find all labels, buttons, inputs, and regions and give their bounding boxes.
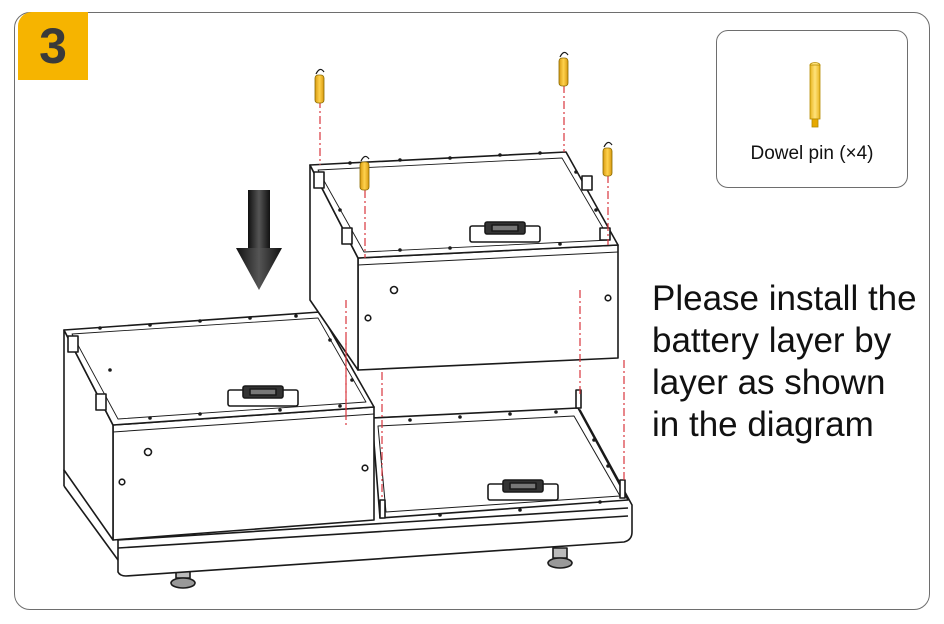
dowel-pin-icon-4 bbox=[602, 141, 613, 177]
lower-module-handle bbox=[227, 385, 299, 407]
down-arrow-icon bbox=[236, 190, 282, 290]
legend-box: Dowel pin (×4) bbox=[716, 30, 908, 188]
step-number-badge: 3 bbox=[18, 12, 88, 80]
step-number: 3 bbox=[39, 18, 67, 74]
instruction-text: Please install the battery layer by laye… bbox=[652, 278, 932, 446]
tray-handle bbox=[487, 479, 559, 501]
instruction-line-1: Please install the bbox=[652, 279, 917, 318]
alignment-guides bbox=[319, 85, 625, 500]
dowel-pin-icon bbox=[809, 62, 821, 128]
foot-right bbox=[547, 547, 573, 569]
instruction-line-2: battery layer by bbox=[652, 321, 892, 360]
lower-battery-module bbox=[63, 311, 375, 541]
upper-battery-module bbox=[309, 151, 619, 371]
dowel-pin-icon-3 bbox=[359, 155, 370, 191]
dowel-pin-icon-1 bbox=[314, 68, 325, 104]
instruction-line-4: in the diagram bbox=[652, 405, 874, 444]
dowel-pin-icon-2 bbox=[558, 51, 569, 87]
figure-frame bbox=[14, 12, 930, 610]
upper-module-handle bbox=[469, 221, 541, 243]
legend-label: Dowel pin (×4) bbox=[750, 143, 874, 164]
instruction-line-3: layer as shown bbox=[652, 363, 886, 402]
